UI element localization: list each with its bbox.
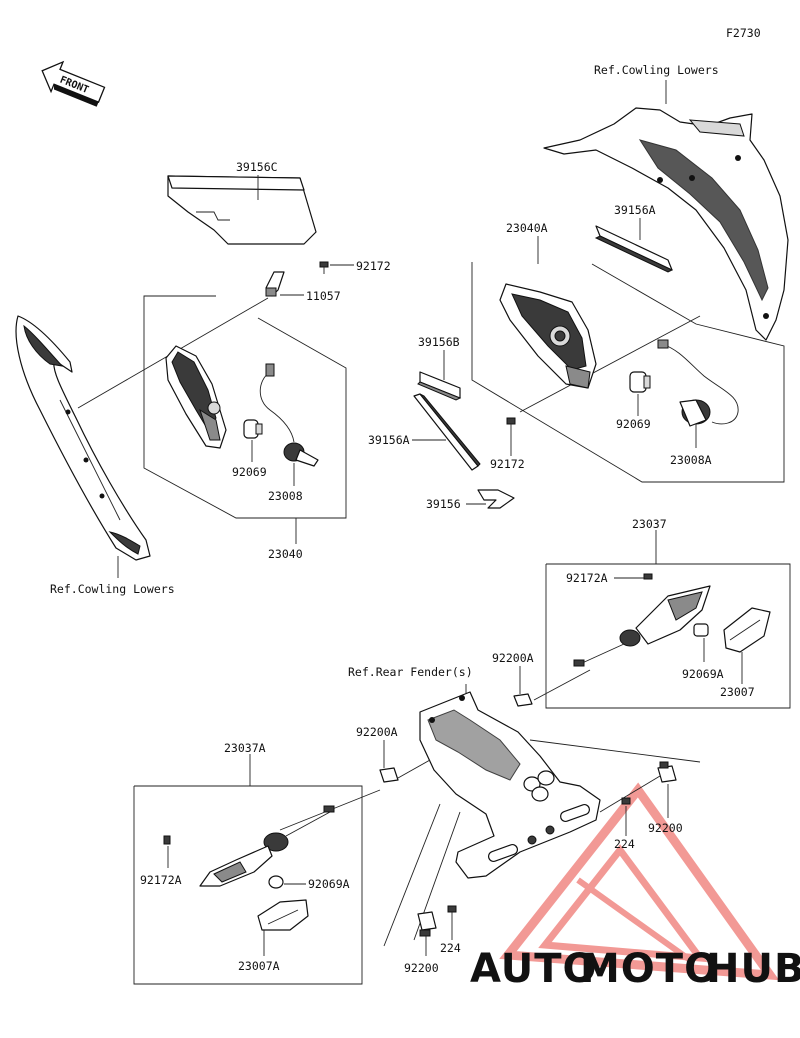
screw-92172-top-icon	[319, 261, 329, 274]
group-box-23037	[545, 563, 791, 709]
label-92172-top: 92172	[356, 259, 391, 273]
label-92069-left: 92069	[232, 465, 267, 479]
lens-23007-icon	[723, 607, 771, 653]
label-23007: 23007	[720, 685, 755, 699]
clip-92200-bottom-icon	[417, 911, 437, 937]
screw-92172-mid-icon	[506, 417, 516, 432]
label-23037: 23037	[632, 517, 667, 531]
label-224-right: 224	[614, 837, 635, 851]
part-23037A-signal	[199, 805, 335, 887]
part-23040A-housing	[499, 283, 597, 389]
socket-23008A-right-icon	[657, 339, 739, 427]
part-39156C-pad	[167, 175, 317, 245]
label-92172A-right: 92172A	[566, 571, 608, 585]
part-39156-chevron	[477, 489, 515, 509]
cowling-lower-right	[543, 107, 789, 341]
watermark-moto: MOTO	[580, 946, 719, 992]
front-arrow-icon: FRONT	[41, 60, 106, 107]
rear-fender-body	[419, 691, 601, 879]
screw-92172A-left-icon	[163, 835, 171, 845]
label-39156A-left: 39156A	[368, 433, 410, 447]
label-39156C: 39156C	[236, 160, 278, 174]
ref-rear-fender: Ref.Rear Fender(s)	[348, 665, 473, 679]
lens-23007A-icon	[257, 899, 309, 931]
clip-92200A-left-icon	[379, 767, 399, 783]
label-23037A: 23037A	[224, 741, 266, 755]
label-92200-bottom: 92200	[404, 961, 439, 975]
screw-92172A-right-icon	[643, 573, 653, 580]
group-box-23040A	[471, 262, 785, 483]
watermark-logo	[499, 782, 780, 981]
label-92069-right: 92069	[616, 417, 651, 431]
part-23037-signal	[573, 585, 711, 667]
part-39156A-strip-top	[594, 225, 674, 273]
bulb-92069-left-icon	[243, 419, 263, 439]
bracket-11057-icon	[265, 271, 285, 297]
clip-92200A-right-icon	[513, 693, 533, 707]
label-92172A-left: 92172A	[140, 873, 182, 887]
watermark-text: AUTO MOTO HUB	[470, 946, 800, 992]
group-box-23037A	[133, 785, 363, 985]
label-23008: 23008	[268, 489, 303, 503]
watermark-triangle-inner-icon	[538, 844, 708, 963]
figure-id: F2730	[726, 26, 761, 40]
screw-224-right-icon	[621, 797, 631, 805]
label-11057: 11057	[306, 289, 341, 303]
part-39156B-block	[417, 371, 462, 401]
watermark-hub: HUB	[706, 946, 800, 992]
label-92200-right: 92200	[648, 821, 683, 835]
group-box-23040	[143, 295, 347, 519]
socket-23008-left-icon	[259, 363, 319, 467]
screw-224-bottom-icon	[447, 905, 457, 920]
label-23008A: 23008A	[670, 453, 712, 467]
part-39156A-strip-left	[413, 393, 481, 471]
label-39156B: 39156B	[418, 335, 460, 349]
label-92200A-right: 92200A	[492, 651, 534, 665]
label-92200A-left: 92200A	[356, 725, 398, 739]
ref-cowling-lowers-left: Ref.Cowling Lowers	[50, 582, 175, 596]
label-224-bottom: 224	[440, 941, 461, 955]
cowling-lower-left	[15, 315, 151, 561]
label-23040: 23040	[268, 547, 303, 561]
label-23040A: 23040A	[506, 221, 548, 235]
part-23040-housing	[165, 345, 227, 449]
ref-cowling-lowers-top: Ref.Cowling Lowers	[594, 63, 719, 77]
watermark-triangle-outer-icon	[499, 782, 780, 981]
label-39156: 39156	[426, 497, 461, 511]
bulb-92069-right-icon	[629, 371, 651, 393]
label-23007A: 23007A	[238, 959, 280, 973]
label-39156A-top: 39156A	[614, 203, 656, 217]
label-92172-mid: 92172	[490, 457, 525, 471]
bulb-92069A-left-icon	[268, 875, 284, 889]
watermark-auto: AUTO	[470, 946, 598, 992]
bulb-92069A-right-icon	[693, 623, 709, 637]
clip-92200-right-icon	[657, 761, 677, 783]
label-92069A-right: 92069A	[682, 667, 724, 681]
label-92069A-left: 92069A	[308, 877, 350, 891]
